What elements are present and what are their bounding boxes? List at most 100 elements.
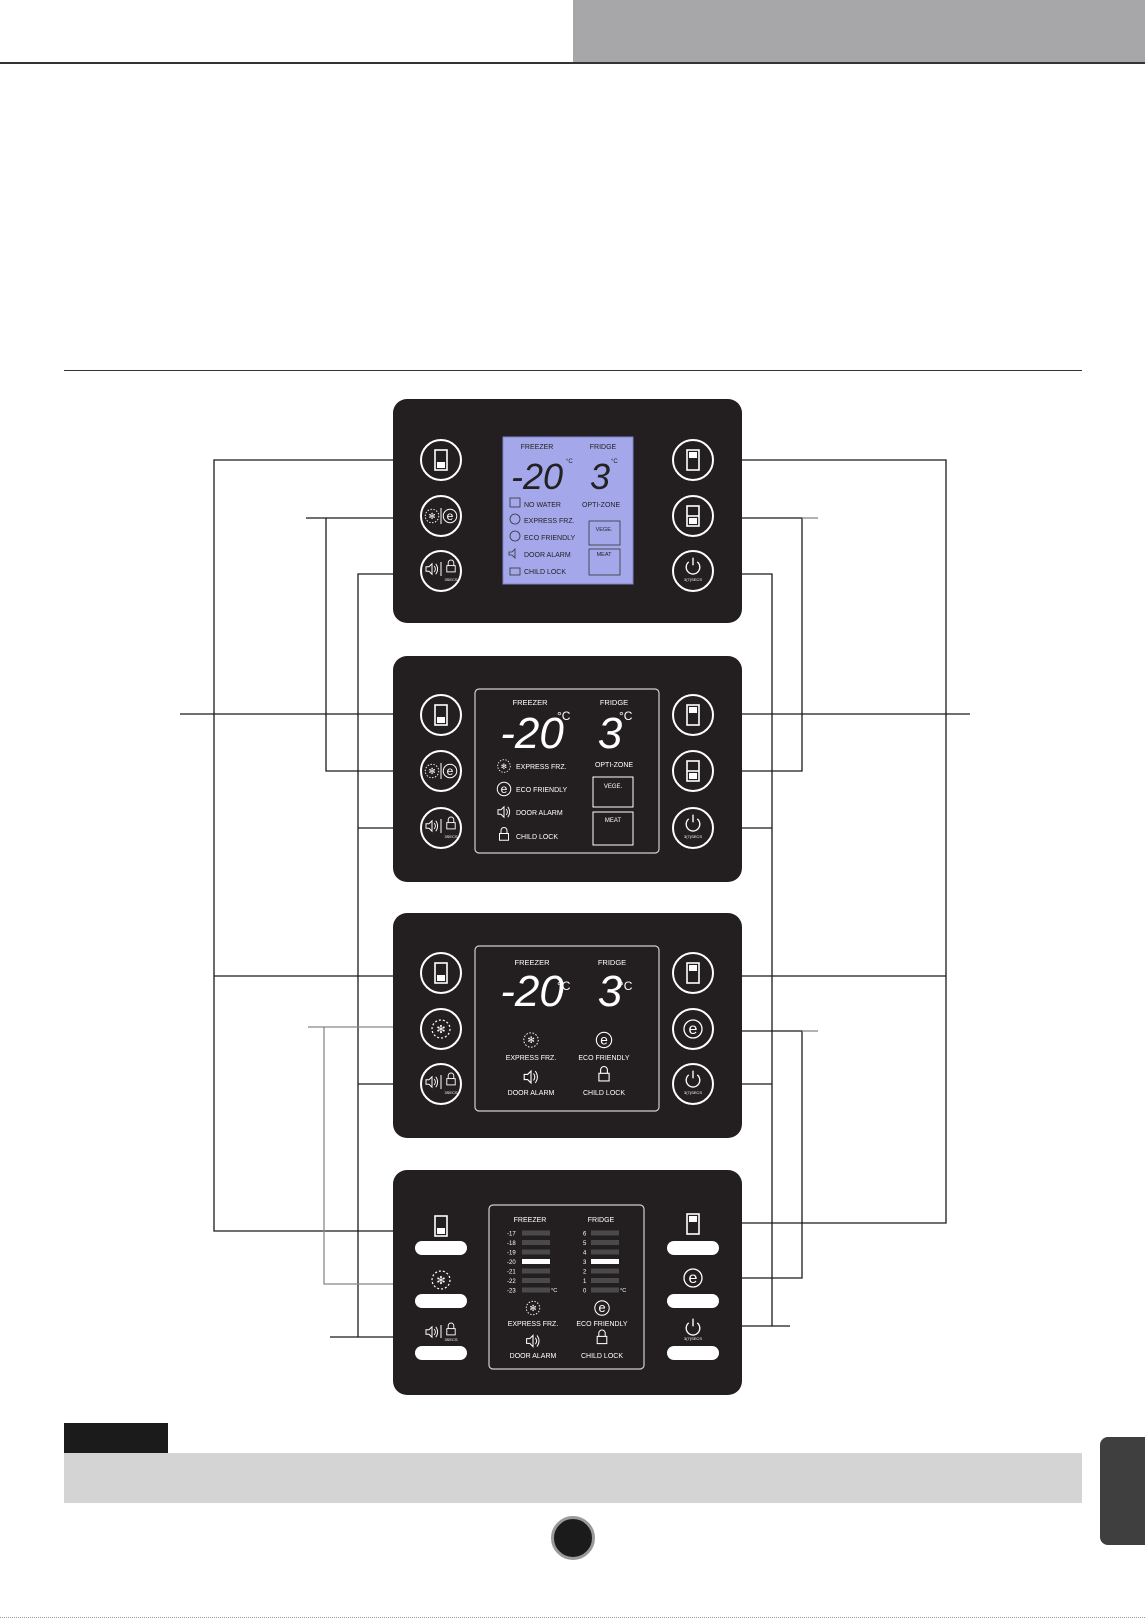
p3-fridge-button[interactable]	[672, 952, 714, 994]
header-grey-block	[573, 0, 1145, 63]
p1-power-button[interactable]: 3(7)SECS	[672, 550, 714, 592]
p4-fridge-level-bar-selected	[591, 1259, 619, 1264]
p2-meat: MEAT	[605, 818, 622, 824]
p1-no-water: NO WATER	[524, 502, 561, 509]
p4-door-alarm: DOOR ALARM	[510, 1353, 557, 1360]
p3-fridge-unit: °C	[619, 979, 633, 993]
p4-fridge-level-label: 2	[583, 1270, 587, 1276]
p2-opti-zone: OPTI-ZONE	[595, 762, 633, 769]
panel-3: FREEZER FRIDGE -20 3 °C °C EXPRESS FRZ. …	[393, 913, 742, 1138]
p3-express-frz: EXPRESS FRZ.	[506, 1055, 557, 1062]
p4-freezer-level-bar	[522, 1287, 550, 1293]
p1-express-eco-button[interactable]	[420, 495, 462, 537]
p3-eco-button[interactable]	[672, 1008, 714, 1050]
p4-fridge-level-label: 4	[583, 1251, 587, 1257]
p4-eco-friendly: ECO FRIENDLY	[576, 1321, 628, 1328]
p4-freezer-level-label: -20	[507, 1260, 516, 1266]
p2-power-button[interactable]: 3(7)SECS	[672, 807, 714, 849]
p1-freezer-button[interactable]	[420, 439, 462, 481]
panel-1: FREEZER FRIDGE -20 3 °C °C NO WATER EXPR…	[393, 399, 742, 623]
p4-freezer-button[interactable]	[415, 1215, 467, 1255]
p3-express-button[interactable]	[420, 1008, 462, 1050]
p2-freezer-temp: -20	[500, 709, 564, 758]
p4-fridge-level-label: 5	[583, 1241, 587, 1247]
p2-express-frz: EXPRESS FRZ.	[516, 764, 567, 771]
p4-freezer-level-label: -23	[507, 1289, 516, 1295]
p3-child-lock: CHILD LOCK	[583, 1090, 625, 1097]
p1-fridge-temp: 3	[590, 456, 610, 497]
p2-fridge-temp: 3	[598, 709, 623, 758]
note-bar	[64, 1453, 1082, 1503]
p2-freezer-unit: °C	[557, 709, 571, 723]
p4-fridge-level-bar	[591, 1287, 619, 1293]
p4-fridge-level-label: 1	[583, 1279, 587, 1285]
side-chapter-tab	[1100, 1437, 1145, 1545]
p3-alarm-lock-button[interactable]: 3SECS	[420, 1063, 462, 1105]
p4-power-button[interactable]: 3(7)SECS	[667, 1317, 719, 1360]
p4-fridge-level-bar	[591, 1249, 619, 1255]
p4-freezer-unit: °C	[551, 1288, 557, 1294]
p3-power-button[interactable]: 3(7)SECS	[672, 1063, 714, 1105]
p1-power-secs: 3(7)SECS	[684, 577, 702, 582]
p2-vege: VEGE.	[604, 784, 623, 790]
p3-door-alarm: DOOR ALARM	[508, 1090, 555, 1097]
p2-opti-zone-button[interactable]	[672, 750, 714, 792]
p4-fridge-level-label: 3	[583, 1260, 587, 1266]
p4-express-button[interactable]	[415, 1270, 467, 1308]
p4-freezer-level-label: -21	[507, 1270, 516, 1276]
p4-freezer-level-label: -19	[507, 1251, 516, 1257]
p3-fridge-temp: 3	[598, 967, 623, 1016]
p4-fridge-level-label: 0	[583, 1289, 587, 1295]
p4-lock-secs: 3SECS	[444, 1337, 457, 1342]
p2-freezer-button[interactable]	[420, 694, 462, 736]
p4-freezer-level-label: -17	[507, 1232, 516, 1238]
p4-power-secs: 3(7)SECS	[684, 1336, 702, 1341]
p1-lock-secs: 3SECS	[444, 577, 457, 582]
p4-fridge-level-label: 6	[583, 1232, 587, 1238]
p4-fridge-level-bar	[591, 1278, 619, 1283]
p2-alarm-lock-button[interactable]: 3SECS	[420, 807, 462, 849]
p2-express-eco-button[interactable]	[420, 750, 462, 792]
p1-fridge-label: FRIDGE	[590, 444, 617, 451]
p4-alarm-lock-button[interactable]: 3SECS	[415, 1322, 467, 1360]
p1-fridge-button[interactable]	[672, 439, 714, 481]
note-label-tab	[64, 1423, 168, 1453]
p1-freezer-temp: -20	[511, 456, 563, 497]
p4-freezer-level-bar	[522, 1268, 550, 1274]
p4-fridge-unit: °C	[620, 1288, 626, 1294]
header-rule	[0, 62, 1145, 64]
p3-freezer-temp: -20	[500, 967, 564, 1016]
p1-opti-zone-button[interactable]	[672, 495, 714, 537]
page-number-dot	[551, 1516, 595, 1560]
p2-fridge-button[interactable]	[672, 694, 714, 736]
p4-freezer-level-label: -22	[507, 1279, 516, 1285]
section-rule	[64, 370, 1082, 371]
p1-alarm-lock-button[interactable]: 3SECS	[420, 550, 462, 592]
p3-power-secs: 3(7)SECS	[684, 1090, 702, 1095]
p4-express-frz: EXPRESS FRZ.	[508, 1321, 559, 1328]
p4-freezer-level-bar-selected	[522, 1259, 550, 1264]
svg-text:°C: °C	[566, 459, 573, 465]
p4-fridge-button[interactable]	[667, 1213, 719, 1255]
p4-eco-button[interactable]	[667, 1268, 719, 1308]
p3-freezer-button[interactable]	[420, 952, 462, 994]
p1-vege: VEGE.	[596, 527, 613, 533]
p4-freezer-label: FREEZER	[514, 1217, 547, 1224]
p1-opti-zone: OPTI-ZONE	[582, 502, 620, 509]
p4-child-lock: CHILD LOCK	[581, 1353, 623, 1360]
p4-freezer-level-bar	[522, 1240, 550, 1245]
p2-lock-secs: 3SECS	[444, 834, 457, 839]
svg-text:°C: °C	[611, 459, 618, 465]
p4-fridge-level-bar	[591, 1240, 619, 1245]
p1-meat: MEAT	[597, 552, 613, 558]
p2-child-lock: CHILD LOCK	[516, 834, 558, 841]
p1-freezer-label: FREEZER	[521, 444, 554, 451]
p2-power-secs: 3(7)SECS	[684, 834, 702, 839]
p3-eco-friendly: ECO FRIENDLY	[578, 1055, 630, 1062]
p4-freezer-level-bar	[522, 1278, 550, 1283]
p2-eco-friendly: ECO FRIENDLY	[516, 787, 568, 794]
p4-freezer-level-bar	[522, 1230, 550, 1236]
panel-2: FREEZER FRIDGE -20 3 °C °C EXPRESS FRZ. …	[393, 656, 742, 882]
